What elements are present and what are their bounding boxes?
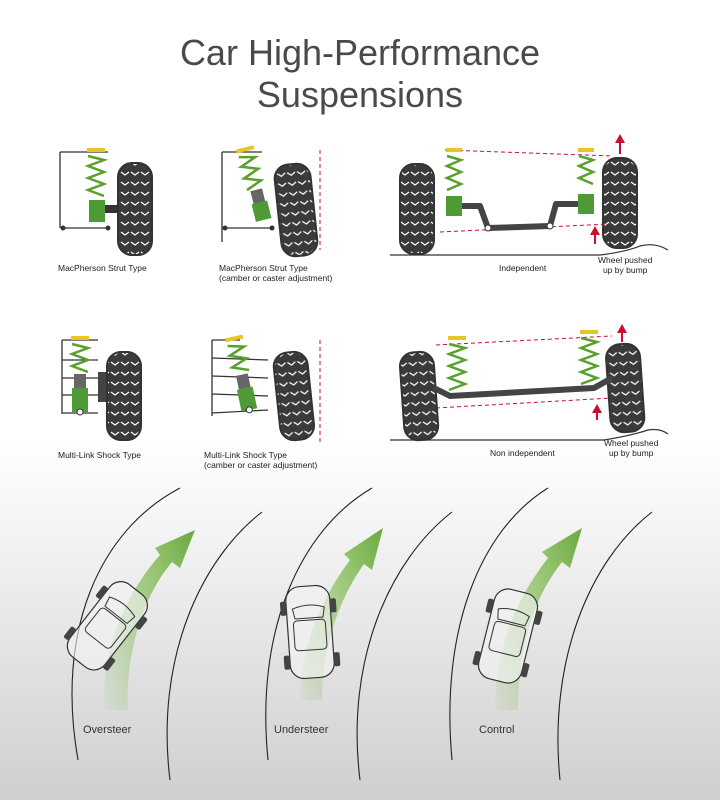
caption-multilink-adjustable: Multi-Link Shock Type (camber or caster …	[204, 450, 317, 470]
caption-multilink: Multi-Link Shock Type	[58, 450, 141, 460]
tire-icon	[106, 351, 142, 441]
caption-independent: Independent	[499, 263, 547, 273]
up-arrow-icon	[590, 226, 600, 235]
tire-icon	[273, 162, 319, 258]
multilink-adjustable-figure	[211, 334, 321, 442]
caption-line: Wheel pushed	[604, 438, 659, 448]
road-curves	[71, 487, 653, 781]
title-line-1: Car High-Performance	[179, 32, 541, 73]
non-independent-figure	[390, 324, 669, 442]
car-icon	[279, 584, 341, 680]
caption-line: (camber or caster adjustment)	[204, 460, 318, 470]
control-figure	[472, 528, 582, 710]
label-understeer: Understeer	[274, 724, 329, 736]
independent-subframe	[462, 201, 578, 231]
car-icon	[472, 588, 543, 684]
left-tire-icon	[399, 163, 435, 255]
strut-body	[89, 200, 105, 222]
right-tire-icon	[602, 157, 638, 249]
caption-line: up by bump	[608, 448, 654, 458]
solid-axle	[432, 375, 614, 399]
macpherson-strut-figure	[59, 148, 153, 256]
up-arrow-icon	[592, 404, 602, 413]
label-control: Control	[479, 724, 515, 736]
independent-figure	[390, 134, 669, 256]
caption-line: MacPherson Strut Type	[219, 263, 308, 273]
label-oversteer: Oversteer	[83, 724, 132, 736]
oversteer-figure	[63, 530, 195, 710]
path-arrow-icon	[104, 530, 195, 710]
coil-spring	[84, 154, 109, 198]
caption-line: up by bump	[602, 265, 648, 275]
left-tire-icon	[398, 350, 440, 442]
caption-bump-bottom: Wheel pushed up by bump	[604, 438, 658, 458]
title-line-2: Suspensions	[256, 74, 464, 115]
up-arrow-icon	[617, 324, 627, 333]
caption-bump-top: Wheel pushed up by bump	[598, 255, 652, 275]
tire-icon	[117, 162, 153, 256]
caption-macpherson-adjustable: MacPherson Strut Type (camber or caster …	[219, 263, 332, 283]
spring-cap-icon	[87, 148, 105, 152]
right-tire-icon	[605, 342, 646, 434]
tire-icon	[272, 350, 316, 442]
caption-macpherson: MacPherson Strut Type	[58, 263, 147, 273]
caption-line: (camber or caster adjustment)	[219, 273, 333, 283]
road-surface	[390, 428, 669, 441]
understeer-figure	[279, 528, 383, 700]
macpherson-adjustable-figure	[221, 145, 321, 258]
up-arrow-icon	[615, 134, 625, 143]
car-icon	[63, 581, 148, 671]
caption-line: Multi-Link Shock Type	[204, 450, 287, 460]
caption-line: Wheel pushed	[598, 255, 653, 265]
road-surface	[390, 244, 669, 256]
page-title: Car High-Performance Suspensions	[0, 32, 720, 116]
caption-non-independent: Non independent	[490, 448, 555, 458]
multilink-figure	[61, 336, 142, 441]
